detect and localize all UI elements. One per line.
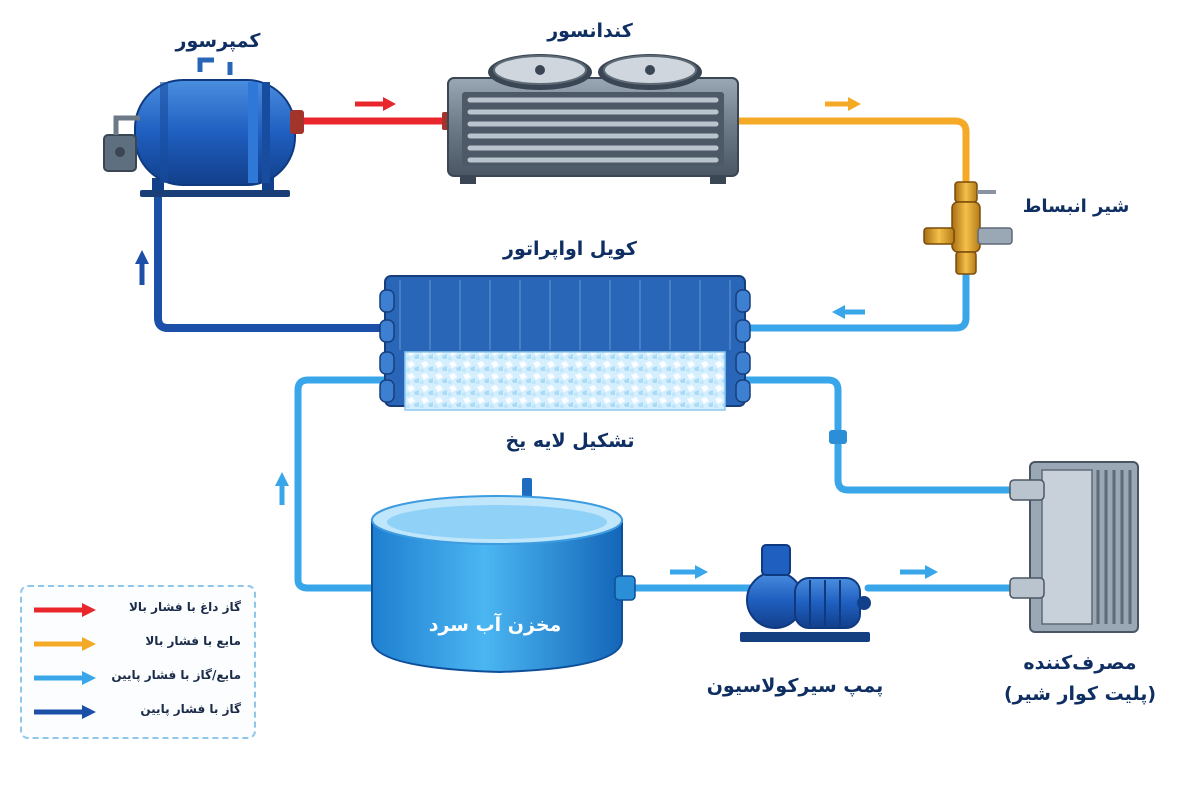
compressor-unit bbox=[103, 57, 304, 197]
ice-layer bbox=[404, 351, 726, 411]
compressor-label: کمپرسور bbox=[175, 30, 261, 52]
legend-item-hp-liquid: مایع با فشار بالا bbox=[32, 631, 247, 655]
consumer-label: مصرف‌کننده bbox=[1023, 652, 1137, 674]
legend: گاز داغ با فشار بالا مایع با فشار بالا م… bbox=[20, 585, 256, 739]
condenser-unit bbox=[442, 54, 739, 184]
evaporator-coil bbox=[379, 275, 751, 411]
water-line-fitting bbox=[829, 430, 847, 444]
low-pressure-gas-line bbox=[154, 191, 389, 332]
expansion-valve-label: شیر انبساط bbox=[1022, 196, 1130, 217]
expansion-valve bbox=[923, 181, 1013, 275]
cold-water-tank bbox=[371, 478, 636, 674]
consumer-sub-label: (پلیت کوار شیر) bbox=[1003, 683, 1157, 705]
legend-item-lp-mix: مایع/گاز با فشار پایین bbox=[32, 665, 247, 689]
legend-label: گاز با فشار پایین bbox=[140, 702, 241, 716]
condenser-label: کندانسور bbox=[547, 20, 633, 42]
red-arrow-icon bbox=[34, 603, 96, 617]
orange-arrow-icon bbox=[34, 637, 96, 651]
legend-item-hot-gas: گاز داغ با فشار بالا bbox=[32, 597, 247, 621]
legend-item-lp-gas: گاز با فشار پایین bbox=[32, 699, 247, 723]
flow-arrows bbox=[135, 97, 938, 579]
low-pressure-mix-line bbox=[741, 271, 970, 332]
dark-blue-arrow-icon bbox=[34, 705, 96, 719]
light-blue-arrow-icon bbox=[34, 671, 96, 685]
plate-heat-exchanger bbox=[1009, 461, 1139, 633]
evaporator-coil-label: کویل اواپراتور bbox=[503, 238, 637, 260]
legend-label: مایع با فشار بالا bbox=[145, 634, 241, 648]
legend-label: مایع/گاز با فشار پایین bbox=[111, 668, 241, 682]
ice-layer-label: تشکیل لایه یخ bbox=[505, 430, 635, 452]
high-pressure-liquid-line bbox=[733, 117, 970, 189]
circulation-pump bbox=[740, 544, 871, 642]
tank-label: مخزن آب سرد bbox=[428, 614, 562, 636]
pump-label: پمپ سیرکولاسیون bbox=[706, 675, 884, 697]
legend-label: گاز داغ با فشار بالا bbox=[128, 600, 241, 614]
